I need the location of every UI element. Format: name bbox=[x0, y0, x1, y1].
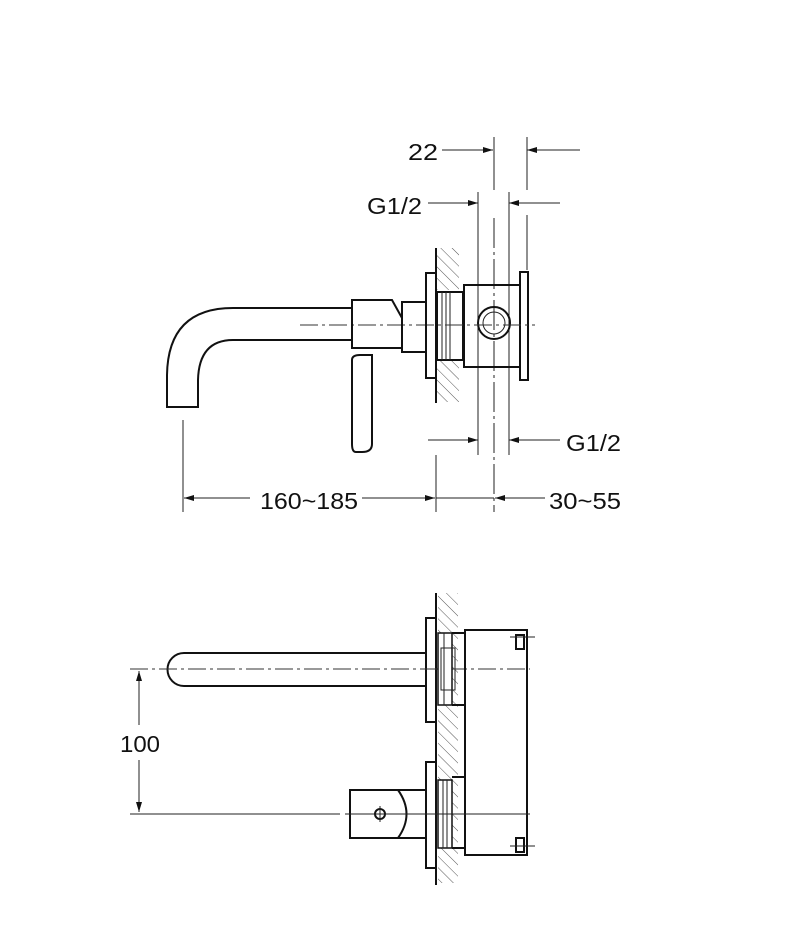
dimension-upper-thread: G1/2 bbox=[367, 193, 560, 219]
flange-tab-top bbox=[515, 634, 525, 650]
dimension-label-upper-g12: G1/2 bbox=[367, 193, 422, 219]
dimension-22: 22 bbox=[408, 137, 580, 190]
dimension-label-lower-g12: G1/2 bbox=[566, 430, 621, 456]
dimension-label-100: 100 bbox=[120, 731, 160, 757]
dimension-lower-thread: G1/2 bbox=[428, 430, 621, 456]
front-view: 100 bbox=[120, 593, 535, 885]
spout bbox=[166, 307, 352, 408]
dimension-label-160-185: 160~185 bbox=[260, 488, 358, 514]
threaded-connector bbox=[436, 291, 464, 361]
valve-body bbox=[463, 284, 521, 368]
spout-fitting bbox=[437, 632, 456, 706]
lever-handle bbox=[351, 354, 373, 453]
flange-tab-bottom bbox=[515, 837, 525, 853]
spout-top-view bbox=[166, 652, 426, 687]
outlet-port bbox=[477, 306, 511, 340]
escutcheon-upper bbox=[425, 617, 437, 723]
escutcheon-lower bbox=[425, 761, 437, 869]
dimension-spout-reach: 160~185 bbox=[184, 488, 435, 514]
dimension-spacing-100: 100 bbox=[120, 671, 160, 812]
dimension-wall-depth: 30~55 bbox=[436, 488, 621, 514]
mounting-flange bbox=[519, 271, 529, 381]
mixer-handle-body bbox=[351, 299, 427, 453]
dimension-label-22: 22 bbox=[408, 139, 438, 165]
side-view: 22 G1/2 bbox=[166, 137, 621, 514]
dimension-label-30-55: 30~55 bbox=[549, 488, 621, 514]
valve-body-front bbox=[464, 629, 528, 856]
